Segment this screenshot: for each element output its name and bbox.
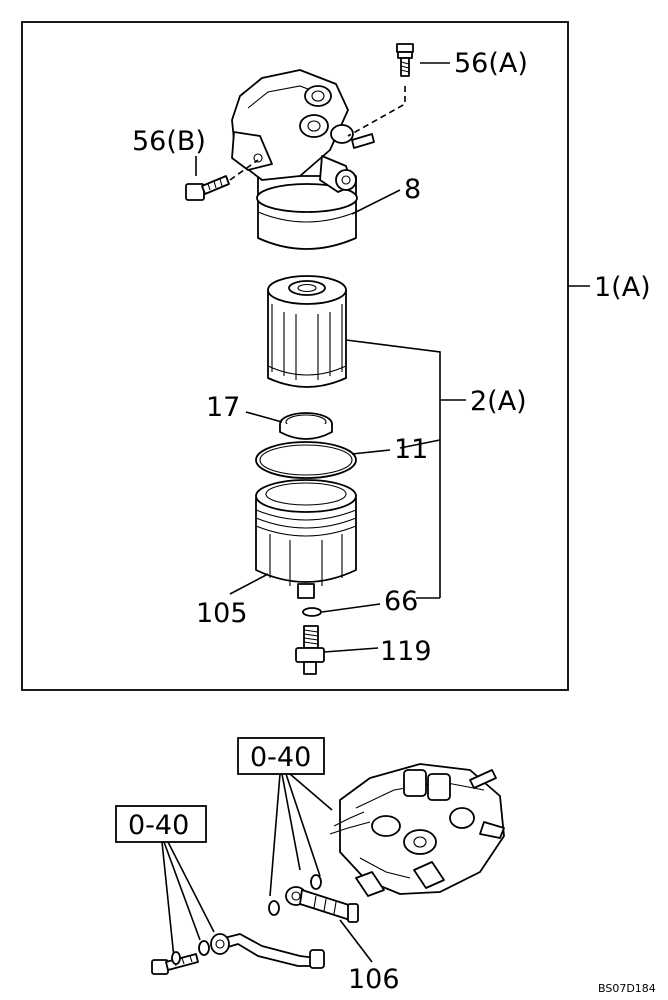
oring-66 — [302, 607, 322, 617]
leader-box-a-4 — [289, 773, 333, 811]
leader-box-a-2 — [281, 773, 301, 871]
leader-56a-dashed — [347, 86, 406, 137]
drain-plug-119 — [295, 625, 325, 675]
label-119: 119 — [380, 636, 432, 667]
bolt-lower — [151, 953, 199, 975]
label-56b: 56(B) — [132, 126, 206, 157]
washer-a2 — [268, 900, 280, 916]
injection-pump — [329, 763, 505, 897]
leader-box-a-3 — [285, 773, 321, 877]
washer-b1 — [198, 940, 210, 956]
leader-119 — [323, 647, 379, 653]
filter-bowl-105 — [255, 479, 357, 599]
leader-box-b-3 — [167, 841, 215, 933]
leader-box-a-1 — [269, 773, 281, 897]
callout-box-a-text: 0-40 — [250, 742, 311, 773]
bracket-2a-tick-11 — [399, 439, 441, 449]
leader-box-b-1 — [161, 841, 175, 959]
diagram-code: BS07D184 — [598, 982, 656, 995]
label-1a: 1(A) — [594, 272, 651, 303]
eye-bolt-106 — [285, 886, 359, 923]
oring-11 — [255, 441, 357, 479]
filter-head — [231, 69, 375, 250]
label-8: 8 — [404, 174, 421, 205]
label-105: 105 — [196, 598, 248, 629]
leader-106 — [339, 919, 373, 963]
label-17: 17 — [206, 392, 240, 423]
leader-66 — [321, 603, 381, 613]
filter-element — [267, 275, 347, 388]
label-56a: 56(A) — [454, 48, 528, 79]
leader-17 — [245, 411, 283, 423]
label-106: 106 — [348, 964, 400, 995]
fuel-pipe — [210, 933, 325, 969]
callout-box-b — [115, 805, 207, 843]
label-11: 11 — [394, 434, 428, 465]
oring-17 — [279, 412, 333, 440]
label-2a: 2(A) — [470, 386, 527, 417]
bolt-56a — [396, 43, 414, 77]
leader-8 — [351, 189, 401, 215]
leader-box-b-2 — [163, 841, 201, 941]
leader-105 — [229, 573, 269, 595]
leader-56b-dashed — [229, 159, 259, 181]
bracket-2a — [345, 339, 441, 598]
leader-11 — [351, 449, 391, 455]
callout-box-a — [237, 737, 325, 775]
assembly-frame — [21, 21, 569, 691]
washer-a1 — [310, 874, 322, 890]
washer-b2 — [171, 951, 181, 965]
bolt-56b — [185, 175, 230, 201]
callout-box-b-text: 0-40 — [128, 810, 189, 841]
label-66: 66 — [384, 586, 418, 617]
